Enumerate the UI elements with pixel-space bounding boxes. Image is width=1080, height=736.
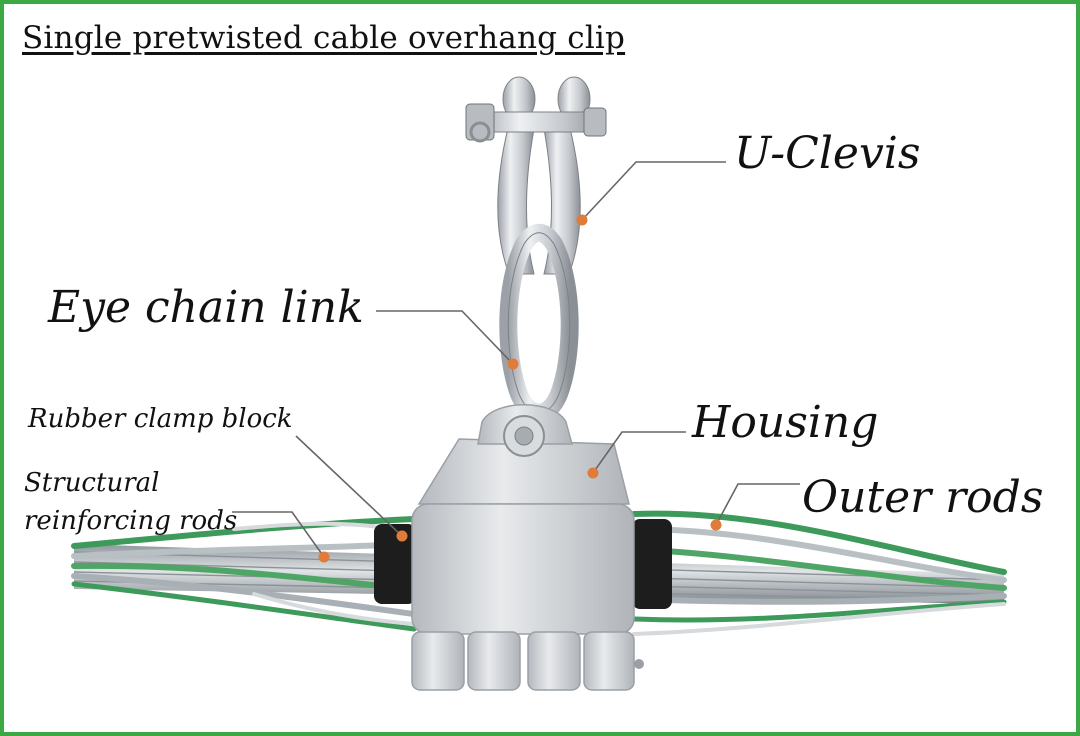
marker-housing — [587, 467, 599, 479]
marker-eye-chain-link — [507, 358, 519, 370]
leader-outer-rods — [715, 483, 800, 526]
marker-outer-rods — [710, 519, 722, 531]
markers — [318, 214, 722, 563]
leader-structural-rods — [232, 511, 325, 558]
marker-rubber-clamp-block — [396, 530, 408, 542]
leader-lines — [232, 161, 800, 558]
rubber-clamp-block — [374, 519, 672, 609]
leader-u-clevis — [581, 161, 726, 221]
label-rubber-clamp-block: Rubber clamp block — [28, 404, 293, 434]
label-structural-line-1: Structural — [24, 468, 160, 498]
leader-rubber-clamp-block — [295, 435, 403, 537]
outer-rods — [631, 510, 1007, 636]
marker-u-clevis — [576, 214, 588, 226]
housing — [411, 404, 644, 691]
label-eye-chain-link: Eye chain link — [48, 282, 364, 333]
leader-housing — [592, 431, 686, 474]
label-u-clevis: U-Clevis — [734, 128, 921, 179]
label-structural-reinforcing-rods: Structural reinforcing rods — [24, 464, 237, 540]
u-clevis — [465, 76, 607, 275]
label-housing: Housing — [692, 397, 879, 448]
structural-reinforcing-rods — [71, 516, 417, 632]
marker-structural-rods — [318, 551, 330, 563]
label-structural-line-2: reinforcing rods — [24, 506, 238, 536]
clip-illustration — [71, 76, 1007, 691]
leader-eye-chain-link — [376, 310, 514, 365]
eye-chain-link — [499, 223, 579, 422]
label-outer-rods: Outer rods — [802, 472, 1044, 523]
diagram-title: Single pretwisted cable overhang clip — [22, 20, 626, 56]
